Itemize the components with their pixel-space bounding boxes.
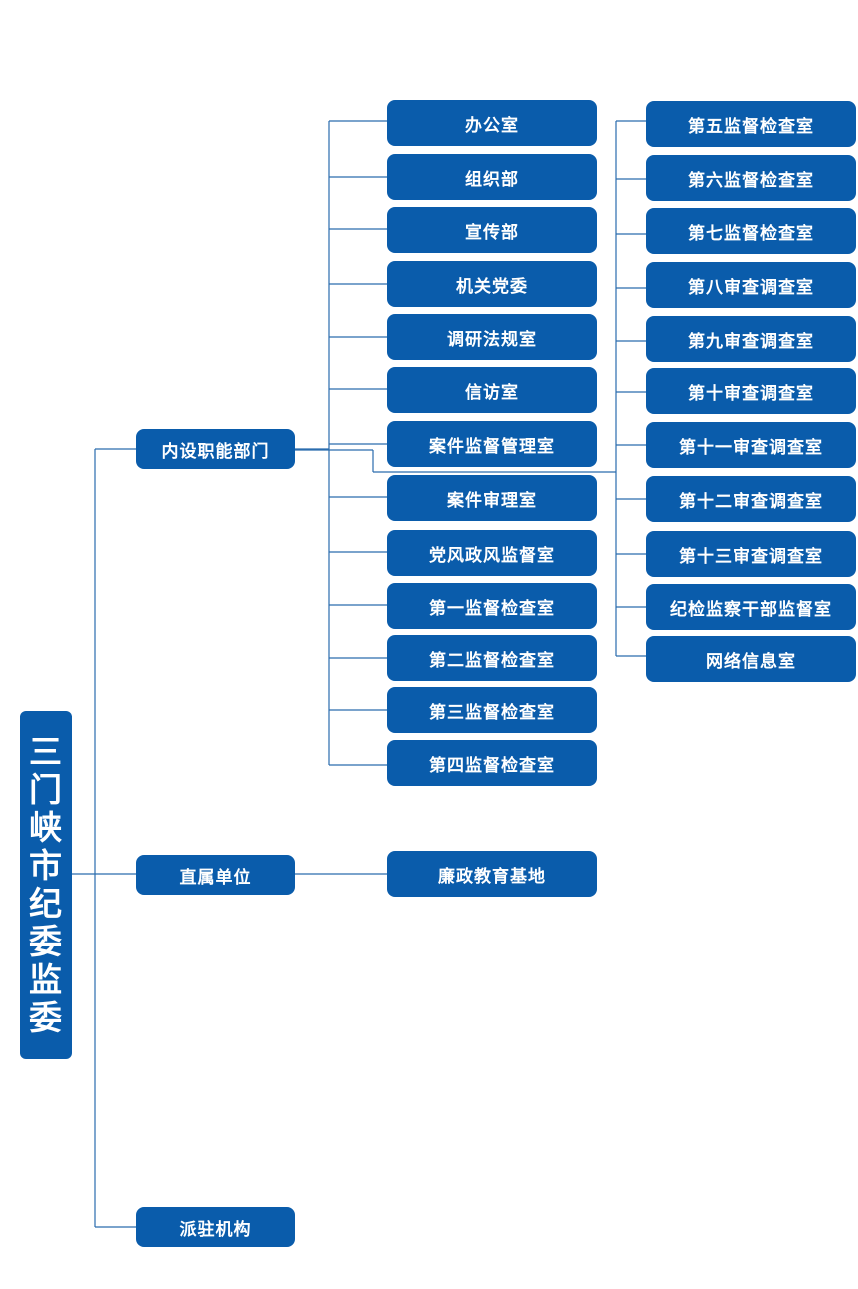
dept-node: 第四监督检查室 bbox=[387, 740, 597, 786]
category-stationed: 派驻机构 bbox=[136, 1207, 295, 1247]
dept-node: 宣传部 bbox=[387, 207, 597, 253]
dept-node: 第五监督检查室 bbox=[646, 101, 856, 147]
root-char: 委 bbox=[29, 922, 63, 961]
dept-node: 组织部 bbox=[387, 154, 597, 200]
root-char: 门 bbox=[29, 770, 63, 809]
category-internal: 内设职能部门 bbox=[136, 429, 295, 469]
dept-node: 第二监督检查室 bbox=[387, 635, 597, 681]
root-char: 市 bbox=[29, 846, 63, 885]
dept-node: 办公室 bbox=[387, 100, 597, 146]
dept-node: 信访室 bbox=[387, 367, 597, 413]
dept-node: 第十二审查调查室 bbox=[646, 476, 856, 522]
dept-node: 机关党委 bbox=[387, 261, 597, 307]
dept-node: 第八审查调查室 bbox=[646, 262, 856, 308]
dept-node: 第十审查调查室 bbox=[646, 368, 856, 414]
dept-node: 纪检监察干部监督室 bbox=[646, 584, 856, 630]
category-direct: 直属单位 bbox=[136, 855, 295, 895]
dept-node: 调研法规室 bbox=[387, 314, 597, 360]
root-char: 监 bbox=[29, 960, 63, 999]
root-node: 三 门 峡 市 纪 委 监 委 bbox=[20, 711, 72, 1059]
dept-node: 第十三审查调查室 bbox=[646, 531, 856, 577]
dept-node: 第九审查调查室 bbox=[646, 316, 856, 362]
dept-node: 第七监督检查室 bbox=[646, 208, 856, 254]
root-char: 委 bbox=[29, 998, 63, 1037]
direct-unit-node: 廉政教育基地 bbox=[387, 851, 597, 897]
dept-node: 第三监督检查室 bbox=[387, 687, 597, 733]
dept-node: 第一监督检查室 bbox=[387, 583, 597, 629]
dept-node: 案件监督管理室 bbox=[387, 421, 597, 467]
dept-node: 第十一审查调查室 bbox=[646, 422, 856, 468]
root-char: 三 bbox=[29, 732, 63, 771]
dept-node: 党风政风监督室 bbox=[387, 530, 597, 576]
dept-node: 第六监督检查室 bbox=[646, 155, 856, 201]
dept-node: 案件审理室 bbox=[387, 475, 597, 521]
dept-node: 网络信息室 bbox=[646, 636, 856, 682]
root-char: 峡 bbox=[29, 808, 63, 847]
root-char: 纪 bbox=[29, 884, 63, 923]
